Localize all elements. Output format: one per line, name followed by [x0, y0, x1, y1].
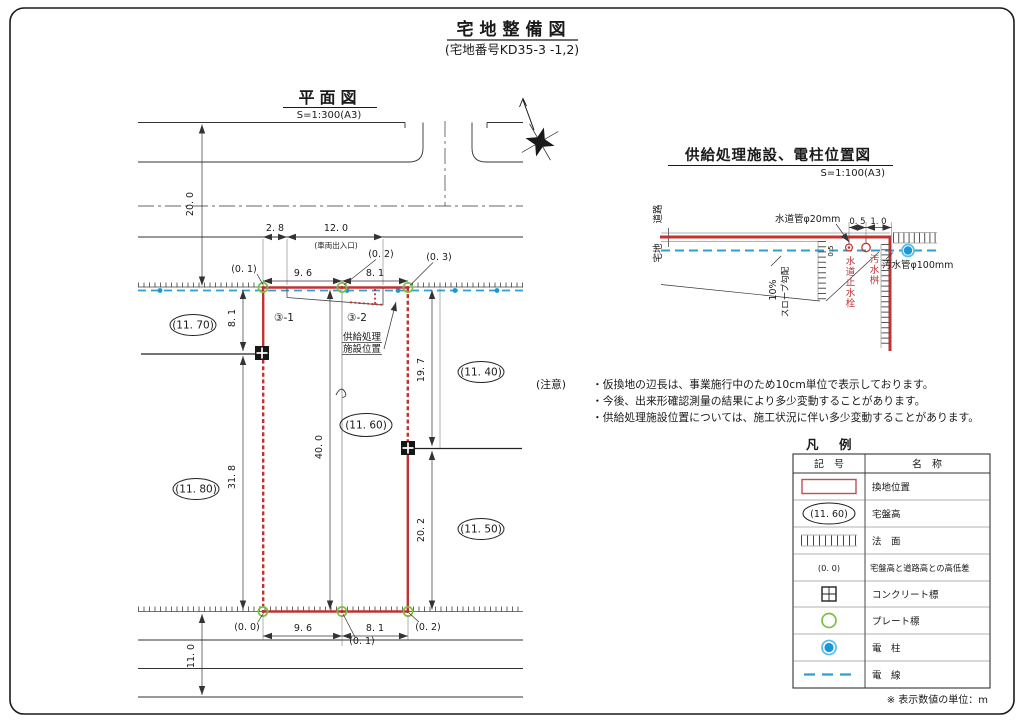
- dim-a: 0. 5: [849, 217, 865, 227]
- dim-top-right: 8. 1: [366, 268, 384, 279]
- elevation-labels: (11. 70) (11. 40) (11. 60) (11. 80) (11.…: [169, 314, 505, 540]
- utility-pole-icon: [494, 288, 500, 293]
- elevation-value: (11. 40): [460, 367, 502, 379]
- dim-bottom-right: 8. 1: [366, 623, 384, 634]
- legend-sample-offset: (0. 0): [818, 563, 840, 573]
- offset-top-right: (0. 3): [426, 252, 452, 263]
- plan-title: 平面図: [298, 88, 361, 107]
- facility-mark: [349, 301, 384, 306]
- dim-road-top: 20. 0: [185, 192, 196, 216]
- offset-bottom-right: (0. 2): [415, 622, 441, 633]
- concrete-markers: [141, 346, 522, 455]
- slope-label: スロープ勾配: [780, 266, 791, 317]
- dim-center: 40. 0: [314, 435, 325, 459]
- legend-row-name: 電 柱: [872, 643, 901, 655]
- notes-heading: (注意): [536, 377, 566, 391]
- legend-row-name: コンクリート標: [872, 589, 939, 601]
- elevation-value: (11. 60): [345, 420, 387, 432]
- corner-offsets: (0. 1) (0. 2) (0. 3) (0. 0) (0. 1) (0. 2…: [231, 249, 452, 647]
- offset-top-mid: (0. 2): [368, 249, 394, 260]
- legend-row-name: 宅盤高と道路高との高低差: [870, 563, 969, 573]
- dim-b: 1. 0: [870, 217, 886, 227]
- page-subtitle: (宅地番号KD35-3 -1,2): [445, 42, 579, 57]
- note-item: ・今後、出来形確認測量の結果により多少変動することがあります。: [592, 394, 925, 408]
- dim-left-upper: 8. 1: [227, 309, 238, 327]
- plan-title-block: 平面図 S=1:300(A3): [283, 88, 377, 121]
- plate-markers: [257, 282, 414, 617]
- dim-right-lower: 20. 2: [416, 518, 427, 542]
- elevation-value: (11. 80): [175, 484, 217, 496]
- legend-title: 凡 例: [806, 437, 856, 452]
- sheet-border: [9, 7, 1015, 715]
- facility-label-line2: 施設位置: [343, 343, 381, 355]
- detail-title-block: 供給処理施設、電柱位置図 S=1:100(A3): [668, 146, 893, 179]
- boundary-points: [261, 286, 410, 613]
- facility-label-line1: 供給処理: [343, 331, 382, 343]
- elevation-value: (11. 70): [172, 320, 214, 332]
- sewer-basin-icon: [861, 242, 871, 253]
- entrance-zone: [286, 288, 384, 306]
- legend-row-name: 宅盤高: [872, 509, 901, 521]
- utility-pole-icon: [157, 288, 163, 293]
- dim-offset-left: 2. 8: [266, 223, 284, 234]
- plate-marker-symbol: [821, 612, 837, 629]
- elevation-symbol: [802, 502, 856, 525]
- offset-top-left: (0. 1): [231, 264, 257, 275]
- legend-unit-note: ※ 表示数値の単位：m: [887, 693, 988, 706]
- note-item: ・供給処理施設位置については、施工状況に伴い多少変動することがあります。: [592, 410, 979, 424]
- detail-title: 供給処理施設、電柱位置図: [684, 146, 871, 164]
- dim-right-upper: 19. 7: [416, 358, 427, 382]
- elevation-value: (11. 50): [460, 524, 502, 536]
- legend-col-symbol: 記 号: [814, 458, 844, 471]
- plan-dimensions: 20. 0 11. 0 2. 8 12. 0 (車両出入口) 9. 6 8. 1…: [185, 124, 441, 695]
- legend-row-name: プレート標: [872, 616, 920, 628]
- legend-sample-elevation: (11. 60): [810, 509, 848, 520]
- replotting-symbol: [801, 478, 857, 495]
- slope-percent: 10%: [768, 279, 779, 300]
- lot-side-label: 宅地: [652, 243, 664, 263]
- slope-symbol: [801, 534, 857, 547]
- lot-number-1: ③-1: [274, 312, 294, 324]
- entrance-label: (車両出入口): [314, 240, 357, 250]
- dim-bottom-left: 9. 6: [294, 623, 312, 634]
- dim-left-lower: 31. 8: [227, 465, 238, 489]
- lot-number-2: ③-2: [347, 312, 367, 324]
- sewer-basin-label: 汚水桝: [868, 253, 880, 285]
- dim-top-left: 9. 6: [294, 268, 312, 279]
- plan-scale: S=1:300(A3): [297, 110, 362, 121]
- legend-row-name: 換地位置: [872, 482, 910, 494]
- offset-bottom-left: (0. 0): [234, 622, 260, 633]
- lot-labels: ③-1 ③-2 供給処理 施設位置: [274, 301, 397, 355]
- legend-row-name: 法 面: [872, 536, 901, 548]
- water-valve-label: 水道止水栓: [844, 255, 856, 308]
- utility-pole-icon: [395, 288, 401, 293]
- legend-table: 凡 例 記 号 名 称 (11. 60) (0. 0) 換地位置 宅盤高 法 面…: [792, 437, 991, 706]
- dim-road-bottom: 11. 0: [186, 644, 197, 668]
- offset-bottom-mid: (0. 1): [349, 636, 375, 647]
- dim-entrance-width: 12. 0: [324, 223, 348, 234]
- dim-small: 0.5: [827, 245, 835, 256]
- legend-col-name: 名 称: [912, 458, 942, 471]
- sewer-pipe-label: 汚水管φ100mm: [882, 259, 953, 271]
- lot-boundary-detail: [660, 235, 892, 351]
- road-side-label: 道路: [652, 204, 664, 224]
- north-arrow-icon: [519, 97, 559, 161]
- utility-pole-icon: [452, 288, 458, 293]
- break-symbol: [335, 388, 347, 398]
- legend-row-name: 電 線: [872, 670, 901, 682]
- detail-drawing: 道路 宅地 10% スロープ勾配 0.5 0. 5 1. 0 水道管φ20mm: [652, 204, 953, 351]
- notes-block: (注意) ・仮換地の辺長は、事業施行中のため10cm単位で表示しております。 ・…: [536, 377, 979, 424]
- water-pipe-label: 水道管φ20mm: [775, 213, 840, 225]
- note-item: ・仮換地の辺長は、事業施行中のため10cm単位で表示しております。: [592, 377, 934, 391]
- title-block: 宅地整備図 (宅地番号KD35-3 -1,2): [445, 19, 579, 57]
- detail-scale: S=1:100(A3): [820, 168, 885, 179]
- page-title: 宅地整備図: [457, 19, 572, 40]
- lot-boundary: [262, 286, 409, 613]
